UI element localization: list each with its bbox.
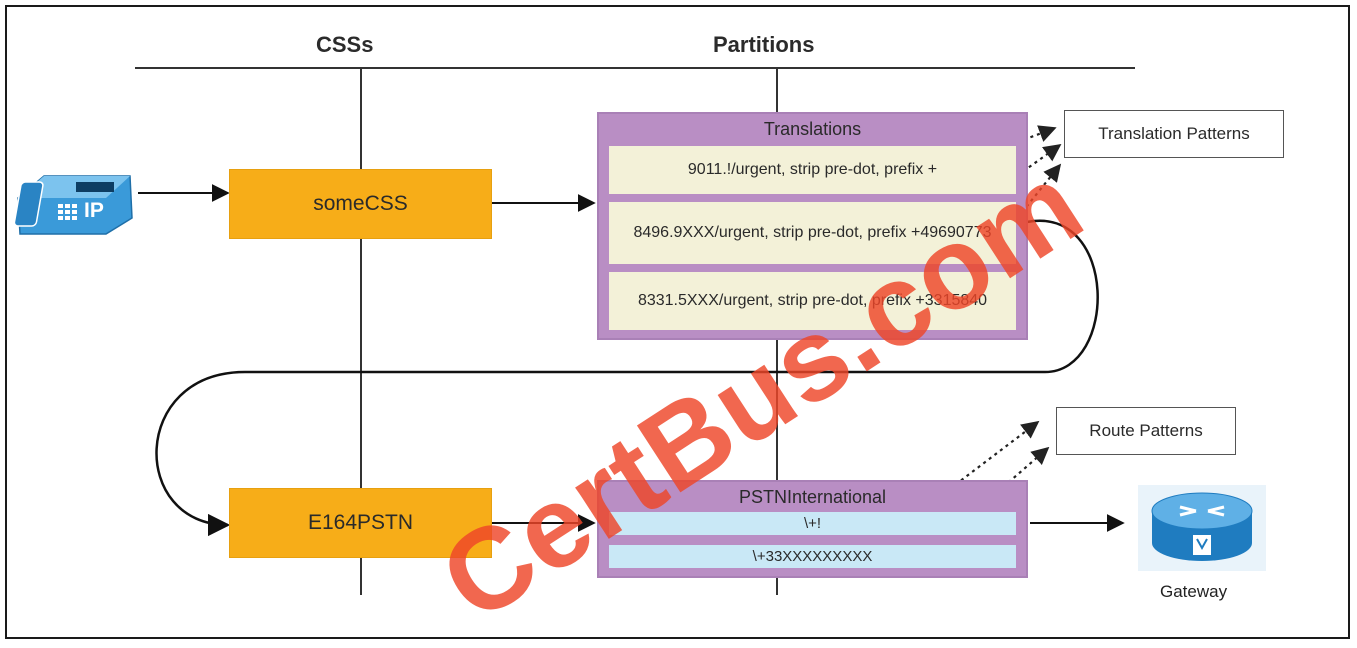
route-patterns-label: Route Patterns bbox=[1089, 421, 1203, 440]
translation-patterns-box: Translation Patterns bbox=[1064, 110, 1284, 158]
diagram-frame bbox=[5, 5, 1350, 639]
ip-phone-label: IP bbox=[84, 199, 104, 222]
translation-row: 9011.!/urgent, strip pre-dot, prefix + bbox=[609, 146, 1016, 194]
translation-patterns-label: Translation Patterns bbox=[1098, 124, 1250, 143]
dotted-arrow-route-1 bbox=[921, 420, 1040, 511]
route-pattern-row: \+! bbox=[609, 512, 1016, 535]
ip-phone-icon: IP bbox=[13, 168, 136, 238]
translations-partition: Translations 9011.!/urgent, strip pre-do… bbox=[597, 112, 1028, 340]
gateway-router-icon bbox=[1138, 485, 1266, 571]
e164pstn-label: E164PSTN bbox=[307, 511, 414, 534]
route-pattern-row: \+33XXXXXXXXX bbox=[609, 545, 1016, 568]
translations-title: Translations bbox=[763, 119, 862, 139]
e164pstn-box: E164PSTN bbox=[229, 488, 492, 558]
somecss-label: someCSS bbox=[313, 192, 408, 215]
somecss-box: someCSS bbox=[229, 169, 492, 239]
css-column-header: CSSs bbox=[316, 32, 374, 57]
translation-row: 8331.5XXX/urgent, strip pre-dot, prefix … bbox=[609, 272, 1016, 330]
translation-row: 8496.9XXX/urgent, strip pre-dot, prefix … bbox=[609, 202, 1016, 264]
route-patterns-box: Route Patterns bbox=[1056, 407, 1236, 455]
dotted-arrow-translation-3 bbox=[964, 163, 1062, 284]
pstn-international-title: PSTNInternational bbox=[738, 487, 887, 507]
gateway-label: Gateway bbox=[1160, 582, 1228, 601]
partitions-column-header: Partitions bbox=[713, 32, 815, 57]
pstn-international-partition: PSTNInternational \+! \+33XXXXXXXXX bbox=[597, 480, 1028, 578]
arrow-translations-to-e164pstn bbox=[155, 219, 1099, 537]
